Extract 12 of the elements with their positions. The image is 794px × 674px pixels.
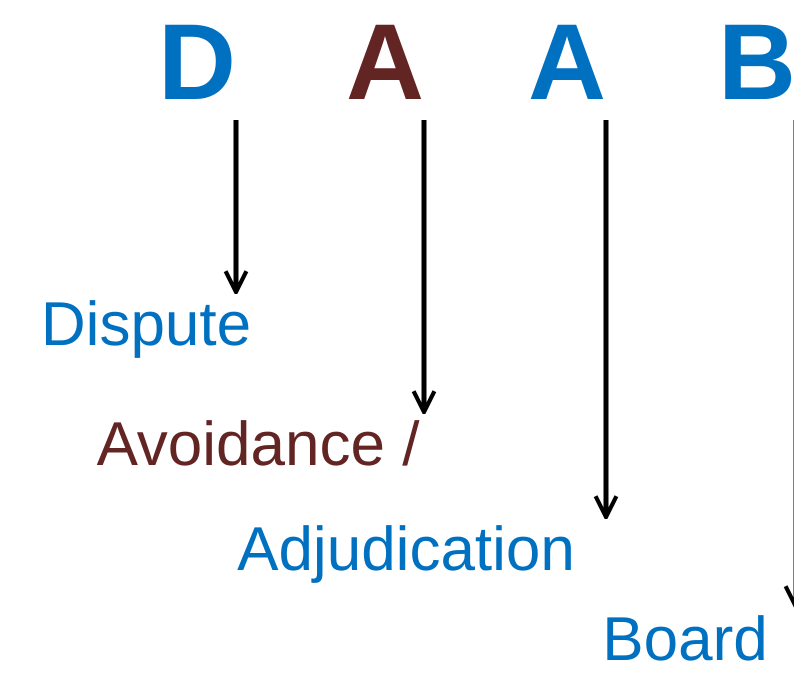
arrow bbox=[784, 120, 794, 610]
arrow bbox=[224, 120, 248, 294]
expansion-word: Dispute bbox=[40, 292, 252, 358]
arrow bbox=[412, 120, 436, 414]
acronym-letter: A bbox=[528, 8, 606, 116]
acronym-letter: B bbox=[718, 8, 794, 116]
acronym-letter: A bbox=[346, 8, 424, 116]
arrow bbox=[594, 120, 618, 520]
expansion-word: Board bbox=[602, 607, 768, 672]
expansion-word: Avoidance / bbox=[96, 412, 420, 478]
expansion-word: Adjudication bbox=[237, 517, 575, 582]
acronym-letter: D bbox=[158, 8, 236, 116]
